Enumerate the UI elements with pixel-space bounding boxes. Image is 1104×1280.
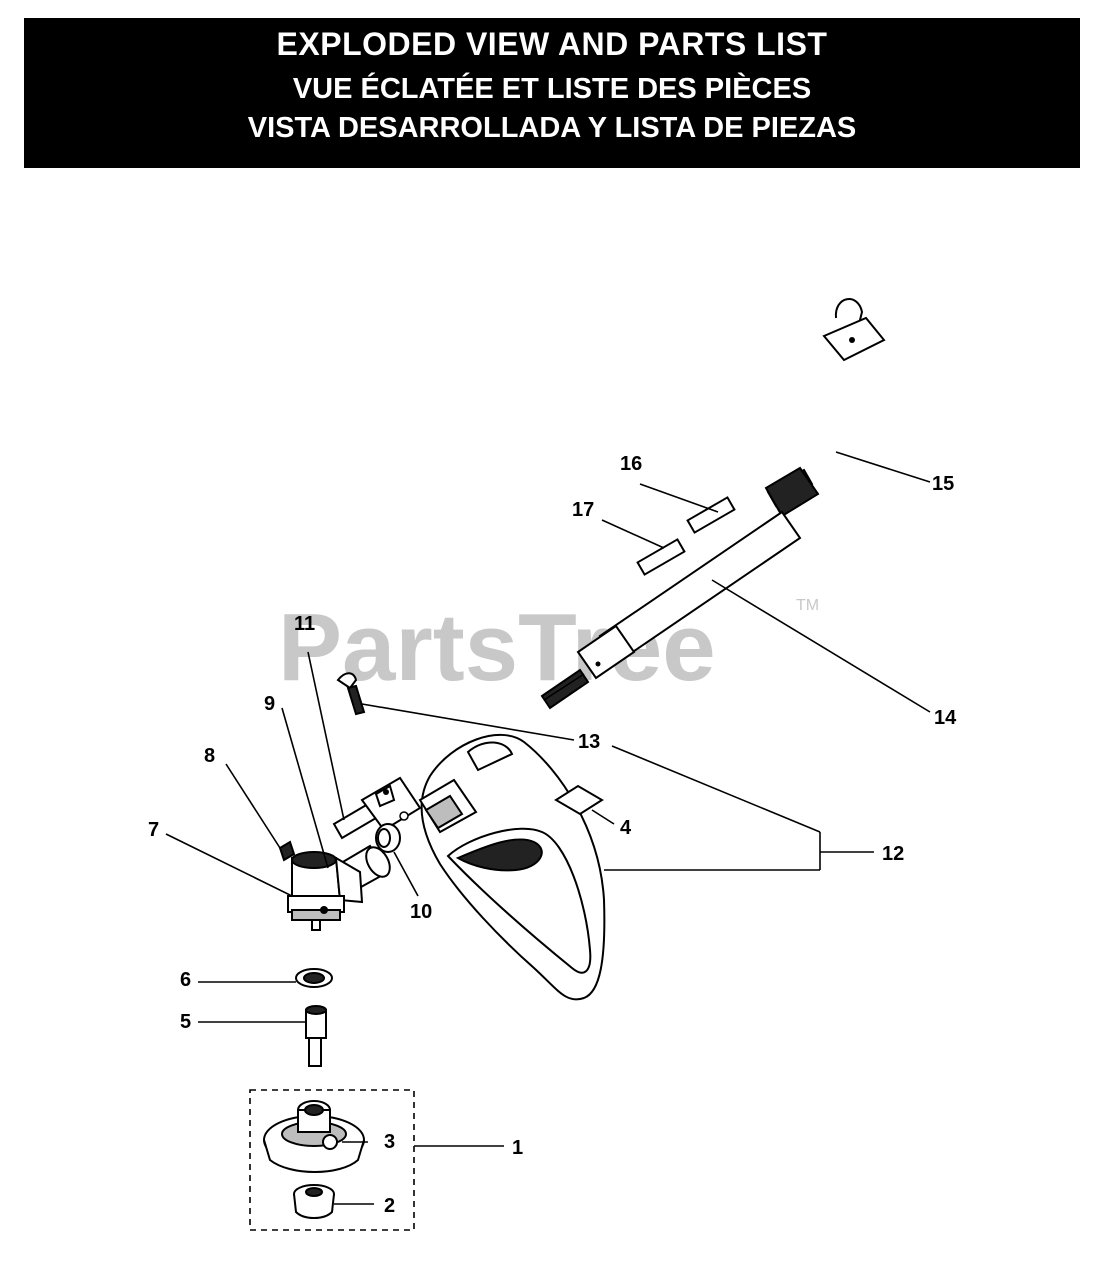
callout-11: 11 xyxy=(294,613,315,635)
callout-7: 7 xyxy=(148,819,159,841)
callout-6: 6 xyxy=(180,969,191,991)
callout-14: 14 xyxy=(934,707,957,729)
callout-8: 8 xyxy=(204,745,215,767)
part-17-label xyxy=(636,538,686,576)
part-3-spool-housing xyxy=(263,1100,365,1173)
leader-lines xyxy=(165,451,931,1205)
part-16-label xyxy=(686,496,736,534)
part-11-clamp xyxy=(332,776,422,840)
part-6-washer xyxy=(295,968,333,988)
callout-3: 3 xyxy=(384,1131,395,1153)
watermark-trademark: TM xyxy=(796,597,819,614)
part-4-decal xyxy=(554,784,604,816)
callout-5: 5 xyxy=(180,1011,191,1033)
part-5-adapter xyxy=(305,1005,327,1067)
part-10-bushing xyxy=(375,823,401,853)
part-7-gearbox xyxy=(287,844,391,931)
callout-16: 16 xyxy=(620,453,642,475)
part-13-screw xyxy=(336,672,366,716)
callout-17: 17 xyxy=(572,499,594,521)
part-14-shaft xyxy=(540,466,820,710)
callout-4: 4 xyxy=(620,817,632,839)
page-header: EXPLODED VIEW AND PARTS LIST VUE ÉCLATÉE… xyxy=(24,18,1080,168)
part-15-hanger xyxy=(822,298,886,362)
part-2-knob xyxy=(293,1184,335,1219)
part-1-assembly-box xyxy=(249,1089,415,1231)
title-spanish: VISTA DESARROLLADA Y LISTA DE PIEZAS xyxy=(247,112,857,144)
callout-2: 2 xyxy=(384,1195,395,1217)
callout-1: 1 xyxy=(512,1137,523,1159)
callout-9: 9 xyxy=(264,693,275,715)
part-12-guard xyxy=(418,733,606,1001)
title-english: EXPLODED VIEW AND PARTS LIST xyxy=(276,26,828,62)
callout-13: 13 xyxy=(578,731,600,753)
callout-15: 15 xyxy=(932,473,954,495)
callout-12: 12 xyxy=(882,843,904,865)
part-8-bolt xyxy=(278,840,296,862)
title-french: VUE ÉCLATÉE ET LISTE DES PIÈCES xyxy=(292,73,812,105)
callout-10: 10 xyxy=(410,901,432,923)
